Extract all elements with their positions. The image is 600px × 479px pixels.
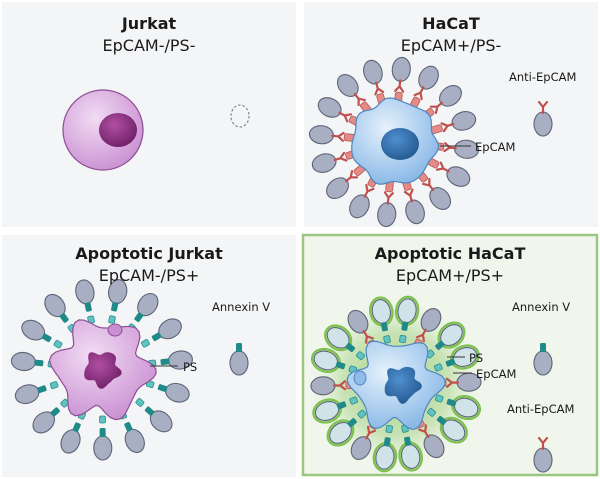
apoptotic-jurkat-cell	[10, 279, 249, 461]
apoptotic-jurkat-ps-label: PS	[183, 360, 198, 374]
annexin-v-protein	[369, 296, 394, 332]
apoptotic-jurkat-annexin-label: Annexin V	[212, 300, 271, 314]
annexin-v-protein	[21, 319, 52, 343]
panel-hacat-subtitle: EpCAM+/PS-	[400, 36, 502, 55]
ps-marker	[49, 381, 59, 390]
ps-marker	[53, 339, 63, 349]
anti-epcam-antibody	[336, 74, 366, 107]
ps-marker	[141, 339, 150, 348]
free-annexin-v	[229, 343, 249, 376]
annexin-v-protein	[435, 321, 466, 350]
hacat-cell	[308, 56, 553, 228]
ps-marker	[108, 315, 116, 324]
annexin-v-protein	[326, 418, 357, 447]
anti-epcam-antibody	[308, 125, 345, 145]
annexin-v-protein	[446, 395, 482, 421]
jurkat-cell	[62, 89, 250, 171]
ps-marker	[399, 334, 407, 344]
annexin-v-protein	[310, 347, 346, 373]
anti-epcam-antibody	[445, 372, 482, 392]
ps-marker	[427, 408, 436, 417]
annexin-v-protein	[394, 295, 420, 331]
anti-epcam-antibody	[440, 111, 477, 133]
panel-apoptotic-hacat-subtitle: EpCAM+/PS+	[395, 266, 505, 285]
apoptotic-bleb	[107, 323, 123, 337]
ps-marker	[434, 363, 443, 372]
anti-epcam-antibody	[347, 309, 374, 344]
annexin-v-protein	[372, 437, 398, 473]
hacat-nucleus	[381, 128, 419, 160]
apoptotic-hacat-annexin-label: Annexin V	[512, 300, 571, 314]
free-anti-epcam-antibody	[533, 100, 553, 137]
anti-epcam-antibody	[311, 151, 348, 173]
hacat-epcam-label: EpCAM	[475, 140, 516, 154]
anti-epcam-antibody	[429, 84, 462, 114]
apoptotic-hacat-cell	[306, 295, 553, 473]
anti-epcam-antibody	[350, 425, 377, 460]
anti-epcam-antibody	[317, 97, 353, 123]
ps-marker	[385, 424, 393, 434]
anti-epcam-antibody	[418, 424, 445, 459]
free-annexin-v	[533, 343, 553, 376]
annexin-v-protein	[160, 350, 193, 370]
anti-epcam-antibody	[310, 376, 347, 396]
anti-epcam-antibody	[415, 308, 442, 343]
ps-marker	[135, 398, 145, 407]
anti-epcam-antibody	[391, 56, 411, 93]
annexin-v-protein	[75, 279, 95, 312]
anti-epcam-antibody	[435, 161, 471, 187]
apoptotic-hacat-epcam-label: EpCAM	[476, 367, 517, 381]
apoptotic-hacat-anti-epcam-label: Anti-EpCAM	[507, 402, 575, 416]
annexin-v-protein	[151, 318, 182, 342]
apoptotic-hacat-bleb	[353, 370, 367, 386]
annexin-v-protein	[157, 382, 190, 403]
anti-epcam-antibody	[363, 59, 385, 96]
panel-hacat-title: HaCaT	[422, 14, 480, 33]
ps-marker	[349, 396, 358, 405]
anti-epcam-antibody	[443, 139, 480, 159]
ps-marker	[99, 415, 106, 424]
annexin-v-protein	[436, 415, 468, 444]
annexin-v-protein	[93, 427, 113, 461]
panel-jurkat-subtitle: EpCAM-/PS-	[102, 36, 196, 55]
annexin-v-protein	[134, 292, 159, 323]
annexin-v-protein	[10, 351, 44, 372]
ps-marker	[356, 351, 365, 360]
apoptotic-jurkat-nucleus	[84, 352, 122, 389]
annexin-v-protein	[32, 407, 60, 434]
annexin-v-protein	[398, 436, 423, 472]
annexin-v-protein	[144, 406, 173, 433]
panel-apoptotic-jurkat-title: Apoptotic Jurkat	[75, 244, 223, 263]
annexin-v-protein	[107, 279, 128, 312]
panel-apoptotic-hacat-title: Apoptotic HaCaT	[374, 244, 526, 263]
anti-epcam-antibody	[326, 170, 359, 200]
annexin-v-protein	[124, 421, 145, 453]
anti-epcam-antibody	[413, 65, 439, 101]
annexin-v-protein	[312, 398, 347, 424]
anti-epcam-antibody	[422, 177, 452, 210]
hacat-anti-epcam-label: Anti-EpCAM	[509, 70, 577, 84]
panel-apoptotic-jurkat-subtitle: EpCAM-/PS+	[98, 266, 200, 285]
jurkat-nucleus	[99, 113, 137, 147]
anti-epcam-antibody	[349, 183, 375, 219]
annexin-v-protein	[44, 293, 69, 323]
absent-antibody-outline	[230, 104, 250, 128]
anti-epcam-antibody	[403, 188, 425, 225]
annexin-v-protein	[14, 384, 47, 405]
ps-marker	[383, 335, 391, 344]
ps-marker	[357, 409, 367, 419]
annexin-v-protein	[60, 422, 81, 454]
ps-marker	[434, 394, 444, 403]
apoptotic-hacat-nucleus	[384, 366, 422, 404]
annexin-v-protein	[324, 324, 356, 353]
free-anti-epcam-antibody	[533, 436, 553, 473]
apoptotic-hacat-ps-label: PS	[469, 351, 484, 365]
panel-jurkat-bg	[2, 2, 296, 227]
anti-epcam-antibody	[377, 191, 397, 228]
panel-jurkat-title: Jurkat	[121, 14, 177, 33]
